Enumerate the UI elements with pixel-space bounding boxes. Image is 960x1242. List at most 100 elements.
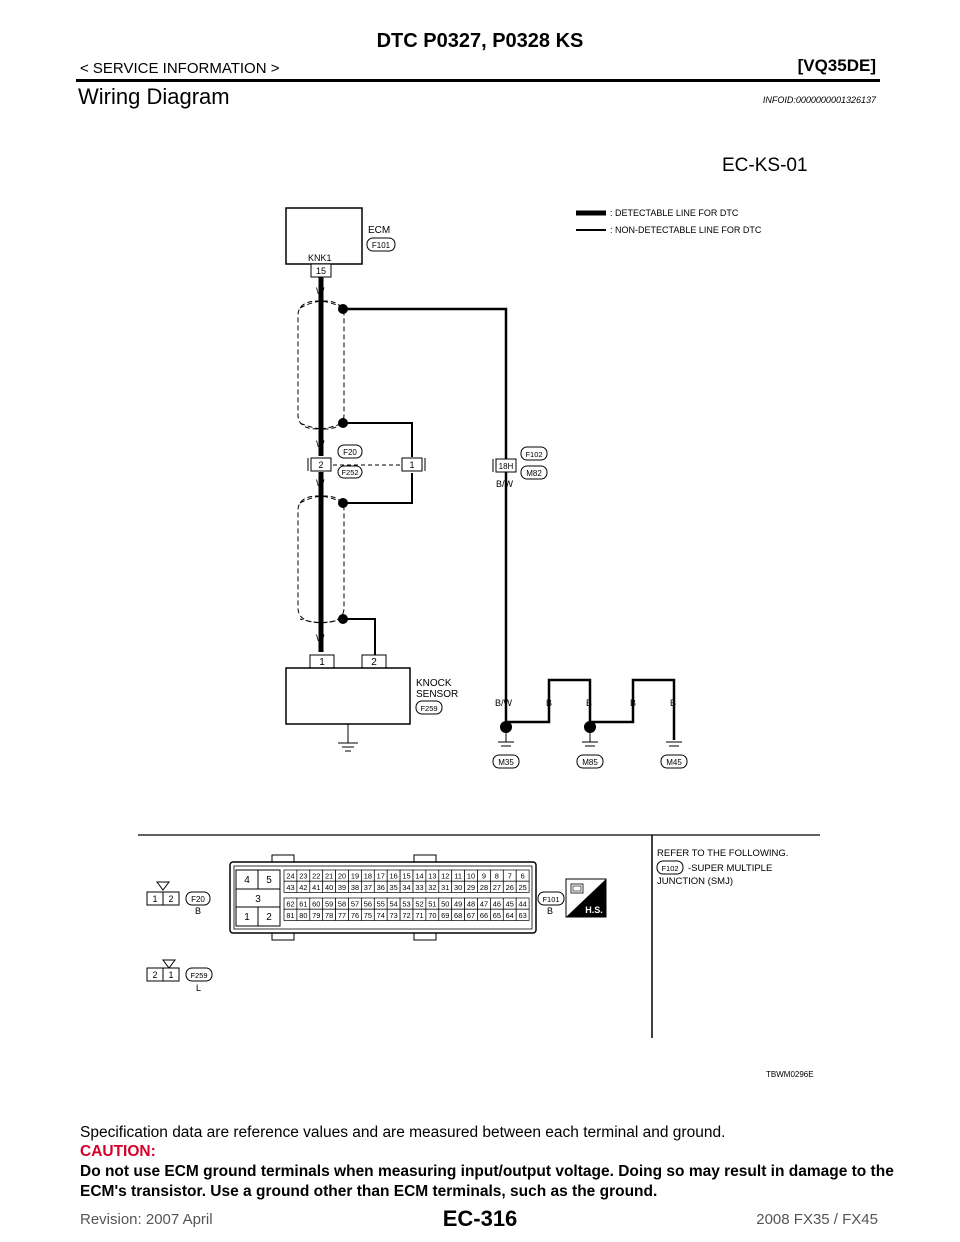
f259-oval	[415, 700, 443, 715]
wiring-diagram: EC-KS-01 : DETECTABLE LINE FOR DTC : NON…	[138, 155, 820, 1079]
f101-view-pin: 43	[286, 883, 294, 892]
f101-view-pin: 51	[428, 900, 436, 909]
caution-text: Do not use ECM ground terminals when mea…	[80, 1163, 894, 1200]
f20-view-latch	[156, 881, 170, 891]
refer-id: F102	[661, 864, 678, 873]
f101-view-pin: 40	[325, 883, 333, 892]
f101-view-pin: 23	[299, 872, 307, 881]
f101-view-pin: 12	[441, 872, 449, 881]
f101-view-pin: 72	[402, 911, 410, 920]
f101-view-pin: 77	[338, 911, 346, 920]
shield-jumper-lower	[343, 473, 413, 504]
ground-id-m35: M35	[498, 758, 514, 767]
footer-page-number: EC-316	[442, 1206, 518, 1231]
f101-view-pin: 69	[441, 911, 449, 920]
f20-view-pin: 2	[168, 894, 173, 904]
section-breadcrumb: < SERVICE INFORMATION >	[80, 60, 280, 77]
wire-color-label: B/W	[495, 698, 513, 708]
shield-upper-right	[299, 300, 345, 430]
f20-view-id: F20	[191, 895, 205, 904]
f101-view-pin: 16	[390, 872, 398, 881]
f101-view-pin: 47	[480, 900, 488, 909]
f101-view-pin: 11	[454, 872, 462, 881]
f101-view-oval	[537, 891, 565, 906]
f259-view-oval	[185, 967, 213, 982]
f101-view-pin: 7	[508, 872, 512, 881]
f259-id: F259	[420, 704, 437, 713]
m82-oval	[520, 465, 548, 480]
f101-view-pin: 71	[415, 911, 423, 920]
f101-view-pin: 61	[299, 900, 307, 909]
ecm-terminal-number: 15	[316, 266, 326, 276]
f101-view-pin: 74	[377, 911, 385, 920]
f101-view-pin: 10	[467, 872, 475, 881]
f101-view-pin: 64	[506, 911, 514, 920]
f101-view-pin: 18	[364, 872, 372, 881]
f101-view-power-pin: 5	[266, 875, 272, 886]
f101-view-pin: 53	[402, 900, 410, 909]
f101-view-pin: 22	[312, 872, 320, 881]
ground-id-m45: M45	[666, 758, 682, 767]
f101-view-pin: 31	[441, 883, 449, 892]
ecm-label: ECM	[368, 225, 390, 236]
f101-view-pin: 63	[519, 911, 527, 920]
f102-pin: 18H	[499, 462, 514, 471]
f101-view-power-pin: 2	[266, 912, 272, 923]
diagram-code: EC-KS-01	[722, 155, 808, 176]
f259-view-id: F259	[190, 971, 207, 980]
f101-view-pin: 36	[377, 883, 385, 892]
shield-upper-left	[297, 300, 344, 430]
wire-color-label: W	[316, 478, 325, 488]
f20-oval	[337, 444, 363, 459]
f101-view-pin: 79	[312, 911, 320, 920]
f101-view-pin: 62	[286, 900, 294, 909]
ground-link-1	[506, 678, 592, 724]
refer-line2: -SUPER MULTIPLE	[688, 863, 772, 874]
f252-id: F252	[341, 468, 358, 477]
f101-view-pin: 52	[415, 900, 423, 909]
shield-jumper-upper	[343, 422, 413, 457]
f101-view-pin: 48	[467, 900, 475, 909]
f101-view-pin: 27	[493, 883, 501, 892]
f20-pin-box-left	[310, 457, 332, 472]
f101-view-pin: 54	[390, 900, 398, 909]
ecm-connector-id: F101	[372, 241, 391, 250]
wire-color-label: W	[316, 633, 325, 643]
f259-view-color: L	[196, 983, 201, 993]
f101-view-cell	[515, 908, 530, 921]
f101-view-cell	[515, 880, 530, 893]
f101-view-pin: 59	[325, 900, 333, 909]
footer-model: 2008 FX35 / FX45	[756, 1211, 878, 1228]
ecm-terminal-name: KNK1	[308, 253, 332, 263]
f259-view-pin: 1	[168, 970, 173, 980]
knock-sensor-label-2: SENSOR	[416, 689, 458, 700]
f102-oval	[520, 446, 548, 461]
f101-view-pin: 32	[428, 883, 436, 892]
f20-view-color: B	[195, 906, 201, 916]
f101-view-pin: 78	[325, 911, 333, 920]
ground-oval-m45	[660, 754, 688, 769]
f101-view-pin: 45	[506, 900, 514, 909]
ground-oval-m35	[492, 754, 520, 769]
f101-view-pin: 19	[351, 872, 359, 881]
wire-color-label: W	[316, 439, 325, 449]
shield-drain-wire	[343, 307, 508, 459]
info-id: INFOID:0000000001326137	[762, 95, 876, 105]
f101-view-pin: 56	[364, 900, 372, 909]
footer-revision: Revision: 2007 April	[80, 1211, 213, 1228]
f101-view-color: B	[547, 906, 553, 916]
ground-link-2	[590, 678, 676, 740]
ground-dot-m85	[584, 721, 596, 733]
legend-non-detectable-text: : NON-DETECTABLE LINE FOR DTC	[610, 225, 762, 235]
f101-view-pin: 8	[495, 872, 499, 881]
f259-view-latch	[162, 959, 176, 969]
f101-view-power-pin: 3	[255, 894, 261, 905]
f101-view-pin: 73	[390, 911, 398, 920]
knock-sensor-label-1: KNOCK	[416, 678, 452, 689]
f20-view-pin: 1	[152, 894, 157, 904]
f101-view-pin: 17	[377, 872, 385, 881]
f20-pin-right: 1	[409, 460, 414, 470]
f101-view-pin: 49	[454, 900, 462, 909]
f101-view-inner	[233, 865, 533, 930]
f101-view-pin: 41	[312, 883, 320, 892]
